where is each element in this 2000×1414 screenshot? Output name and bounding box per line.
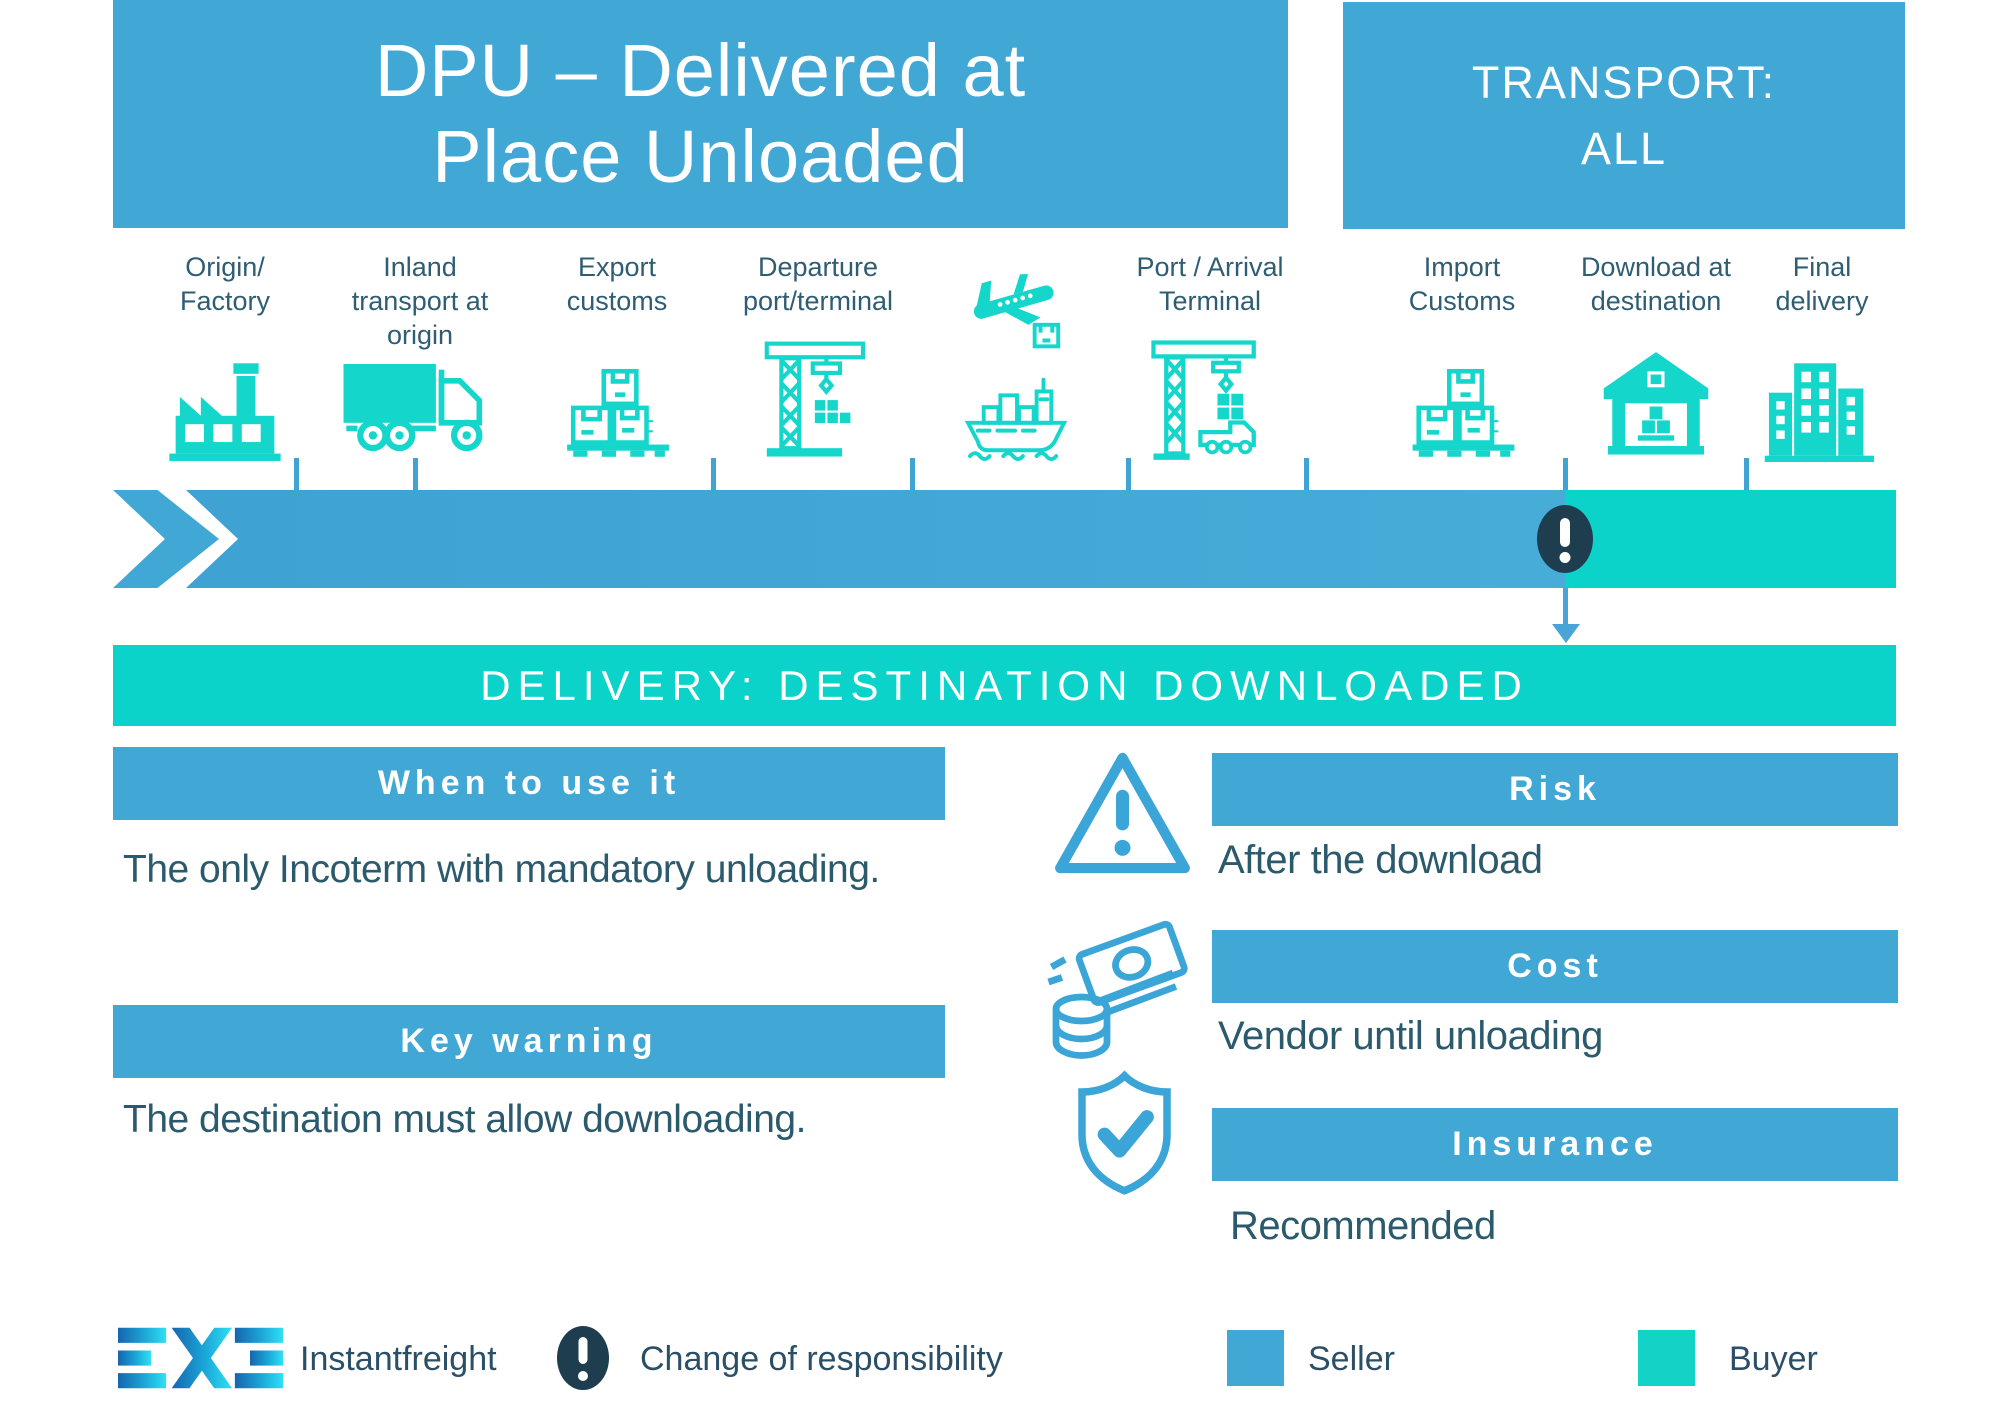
stage-crane-truck: Port / Arrival Terminal <box>1115 250 1305 462</box>
stage-label: Origin/ Factory <box>179 252 271 316</box>
when-to-use-header: When to use it <box>113 747 945 820</box>
delivery-banner: DELIVERY: DESTINATION DOWNLOADED <box>113 645 1896 726</box>
cost-header: Cost <box>1212 930 1898 1003</box>
stage-label: Export customs <box>566 252 668 316</box>
cost-money-icon <box>1044 916 1194 1066</box>
insurance-text: Recommended <box>1230 1204 1496 1248</box>
change-of-responsibility-marker-icon <box>1537 505 1593 573</box>
stage-buildings: Final delivery <box>1765 250 1880 462</box>
insurance-header: Insurance <box>1212 1108 1898 1181</box>
stage-label: Inland transport at origin <box>351 252 489 350</box>
seller-color-swatch <box>1227 1330 1284 1386</box>
risk-text: After the download <box>1218 838 1543 882</box>
title-banner: DPU – Delivered at Place Unloaded <box>113 0 1288 228</box>
stage-icon <box>1150 334 1270 462</box>
risk-warning-triangle-icon <box>1050 744 1195 882</box>
key-warning-text: The destination must allow downloading. <box>123 1098 806 1141</box>
stage-icon <box>1592 350 1720 462</box>
cost-text: Vendor until unloading <box>1218 1014 1603 1058</box>
seller-label: Seller <box>1308 1340 1395 1378</box>
change-of-responsibility-legend-icon <box>557 1326 609 1390</box>
stage-boxes: Import Customs <box>1395 250 1530 462</box>
stage-icon <box>954 266 1082 462</box>
timeline-tick <box>1563 458 1568 490</box>
delivery-arrow <box>1563 588 1568 626</box>
timeline-tick <box>1744 458 1749 490</box>
when-to-use-text: The only Incoterm with mandatory unloadi… <box>123 848 880 891</box>
stages-row: Origin/ Factory Inland transport at orig… <box>0 250 2000 462</box>
brand-name: Instantfreight <box>300 1340 497 1378</box>
stage-warehouse: Download at destination <box>1566 250 1746 462</box>
page-title-line1: DPU – Delivered at <box>374 29 1027 112</box>
insurance-title: Insurance <box>1452 1125 1658 1163</box>
buyer-label: Buyer <box>1729 1340 1818 1378</box>
key-warning-title: Key warning <box>400 1022 658 1060</box>
stage-truck: Inland transport at origin <box>333 250 508 462</box>
stage-label: Download at destination <box>1580 252 1732 316</box>
insurance-shield-icon <box>1062 1066 1187 1208</box>
when-to-use-title: When to use it <box>377 764 681 802</box>
stage-label: Port / Arrival Terminal <box>1136 252 1284 316</box>
timeline-tick <box>294 458 299 490</box>
brand-logo-icon <box>118 1327 283 1389</box>
stage-label: Import Customs <box>1408 252 1516 316</box>
transport-banner: TRANSPORT: ALL <box>1343 2 1905 229</box>
stage-crane: Departure port/terminal <box>723 250 913 462</box>
transport-value: ALL <box>1580 122 1668 174</box>
timeline-tick <box>1126 458 1131 490</box>
page-title-line2: Place Unloaded <box>432 115 969 198</box>
cost-title: Cost <box>1507 947 1603 985</box>
stage-label: Final delivery <box>1775 252 1869 316</box>
delivery-banner-label: DELIVERY: DESTINATION DOWNLOADED <box>480 661 1529 709</box>
stage-icon <box>561 364 673 462</box>
risk-title: Risk <box>1509 770 1601 808</box>
stage-boxes: Export customs <box>552 250 682 462</box>
stage-icon <box>163 357 288 462</box>
stage-icon <box>1763 357 1881 462</box>
delivery-arrow-head-icon <box>1552 624 1580 643</box>
stage-icon <box>1406 364 1518 462</box>
timeline-tick <box>1304 458 1309 490</box>
change-of-responsibility-label: Change of responsibility <box>640 1340 1003 1378</box>
timeline-tick <box>910 458 915 490</box>
key-warning-header: Key warning <box>113 1005 945 1078</box>
risk-header: Risk <box>1212 753 1898 826</box>
stage-icon <box>761 334 876 462</box>
buyer-color-swatch <box>1638 1330 1695 1386</box>
timeline-tick <box>413 458 418 490</box>
responsibility-bar <box>186 490 1896 588</box>
timeline-tick <box>711 458 716 490</box>
transport-label: TRANSPORT: <box>1471 56 1777 108</box>
stage-icon <box>343 350 498 462</box>
stage-factory: Origin/ Factory <box>160 250 290 462</box>
stage-label: Departure port/terminal <box>742 252 894 316</box>
